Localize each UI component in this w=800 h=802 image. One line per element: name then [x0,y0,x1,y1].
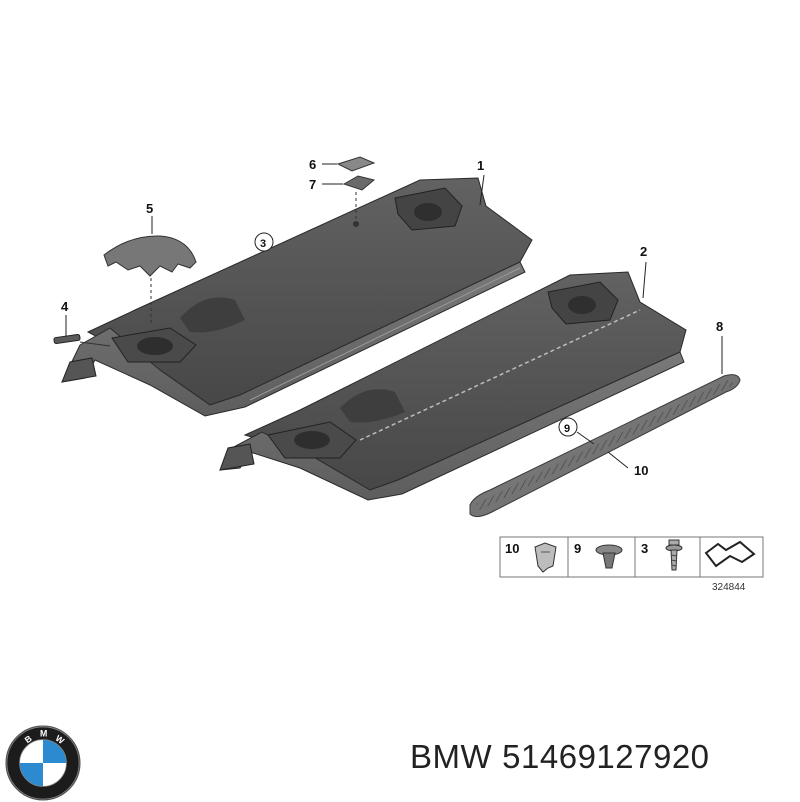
lower-panel-left-speaker [294,431,330,449]
callout-1: 1 [477,158,484,173]
sealing-strip-ribs [476,378,734,511]
callout-4: 4 [61,299,69,314]
fastener-legend: 10 9 3 324844 [499,536,764,593]
trim-clip-mount-line [79,341,111,347]
clip-nut-icon [534,542,557,573]
callout-7: 7 [309,177,316,192]
upper-panel-left-flap [61,357,97,383]
callout-3-circle [254,232,274,252]
cover-plate-body [336,156,376,172]
screw-icon [665,539,683,571]
upper-panel-edge-highlight [249,267,521,401]
sealing-strip [469,374,741,518]
callout-6: 6 [309,157,316,172]
lower-panel-left-flap [219,443,255,471]
leader-1 [479,174,485,206]
expanding-rivet-icon [595,544,623,569]
legend-number-3: 3 [641,541,648,556]
legend-number-9: 9 [574,541,581,556]
support-bracket-mount-hole [353,221,359,227]
svg-text:M: M [40,729,47,739]
callout-2: 2 [640,244,647,259]
callout-10: 10 [634,463,648,478]
callout-9: 9 [564,423,570,435]
cover-cap [103,235,197,325]
shelf-lower-panel [219,271,687,501]
stepped-seal-icon [704,540,756,568]
leader-lines [65,163,723,469]
cover-plate [336,156,376,172]
cover-cap-body [103,235,197,277]
support-bracket [342,175,376,227]
leader-10 [607,451,629,469]
callout-9-circle [558,417,578,437]
lower-panel-right-speaker [568,296,596,314]
bmw-logo-icon: B M W [5,725,81,801]
callout-8: 8 [716,319,723,334]
leader-9 [576,431,595,445]
lower-panel-speaker-bump [340,389,405,423]
upper-panel-left-speaker [137,337,173,355]
lower-panel-seam [359,309,641,441]
callout-5: 5 [146,201,153,216]
trim-clip [53,333,111,347]
support-bracket-body [342,175,376,191]
trim-clip-body [53,333,81,345]
shelf-upper-panel [61,177,533,417]
upper-panel-speaker-bump [180,297,245,333]
part-number: 51469127920 [502,738,710,775]
svg-text:B: B [23,733,34,745]
callout-3: 3 [260,238,266,250]
leader-2 [642,261,647,299]
legend-number-10: 10 [505,541,519,556]
diagram-reference-code: 324844 [712,582,746,593]
upper-panel-right-speaker [414,203,442,221]
brand-name: BMW [410,738,493,775]
